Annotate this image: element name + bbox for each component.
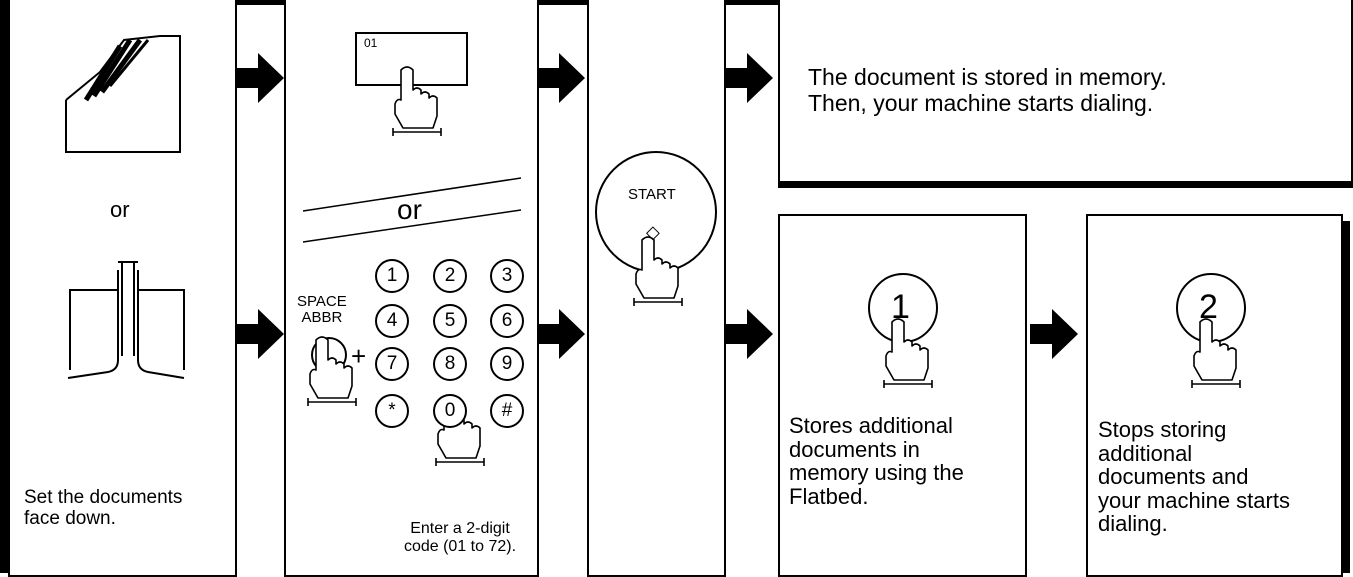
step2-caption-line1: Enter a 2-digit [410,520,510,537]
keypad-key-6[interactable]: 6 [490,304,524,338]
option2-caption-line4: your machine starts [1098,487,1290,513]
step1-or-label: or [110,197,130,222]
arrow-right-icon [725,309,773,359]
keypad-key-5[interactable]: 5 [433,304,467,338]
arrow-right-icon [725,53,773,103]
option1-panel [778,214,1027,577]
arrow-right-icon [236,53,284,103]
flatbed-icon [67,261,185,379]
option1-caption-line1: Stores additional [789,413,953,438]
option1-key-label: 1 [891,288,910,326]
option1-caption-line3: memory using the [789,460,964,486]
keypad-key-7[interactable]: 7 [375,347,409,381]
arrow-right-icon [236,309,284,359]
keypad-key-1[interactable]: 1 [375,259,409,293]
keypad-key-star[interactable]: * [375,394,409,428]
keypad-key-8[interactable]: 8 [433,347,467,381]
keypad-key-0[interactable]: 0 [433,394,467,428]
abbr-label: ABBR [301,308,343,326]
space-abbr-label: SPACE ABBR [297,294,347,326]
step2-caption-line2: code (01 to 72). [403,537,517,555]
option1-caption-line4: Flatbed. [789,483,869,509]
step1-panel-shadow [0,0,9,573]
plus-sign: + [351,341,367,371]
option1-caption-line2: documents in [789,436,920,462]
option2-key-label: 2 [1199,288,1218,326]
document-feeder-icon [65,35,181,153]
step2-or-label: or [397,194,422,225]
result-line1: The document is stored in memory. [808,64,1167,90]
option2-caption: Stops storing additional documents and y… [1098,418,1290,536]
keypad-key-3[interactable]: 3 [490,259,524,293]
display-value: 01 [364,36,378,50]
start-label: START [628,186,676,203]
option2-caption-line5: dialing. [1098,511,1168,537]
start-button [595,151,717,273]
keypad-key-2[interactable]: 2 [433,259,467,293]
step2-caption: Enter a 2-digit code (01 to 72). [380,520,540,556]
arrow-right-icon [537,53,585,103]
step1-caption: Set the documents face down. [24,487,182,530]
option1-caption: Stores additional documents in memory us… [789,414,964,508]
keypad-key-9[interactable]: 9 [490,347,524,381]
step1-caption-line1: Set the documents [24,487,183,508]
arrow-right-icon [1030,309,1078,359]
option2-caption-line2: additional [1098,440,1193,466]
option2-caption-line3: documents and [1098,464,1249,490]
keypad-key-4[interactable]: 4 [375,304,409,338]
result-text: The document is stored in memory. Then, … [808,64,1167,117]
option2-caption-line1: Stops storing [1098,417,1227,442]
step1-caption-line2: face down. [24,508,116,530]
start-symbol-icon: ◇ [646,222,660,242]
result-line2: Then, your machine starts dialing. [808,89,1154,116]
option2-panel-shadow [1343,221,1350,573]
space-label: SPACE [297,293,347,310]
arrow-right-icon [537,309,585,359]
result-panel-shadow [778,181,1353,188]
keypad-key-hash[interactable]: # [490,394,524,428]
